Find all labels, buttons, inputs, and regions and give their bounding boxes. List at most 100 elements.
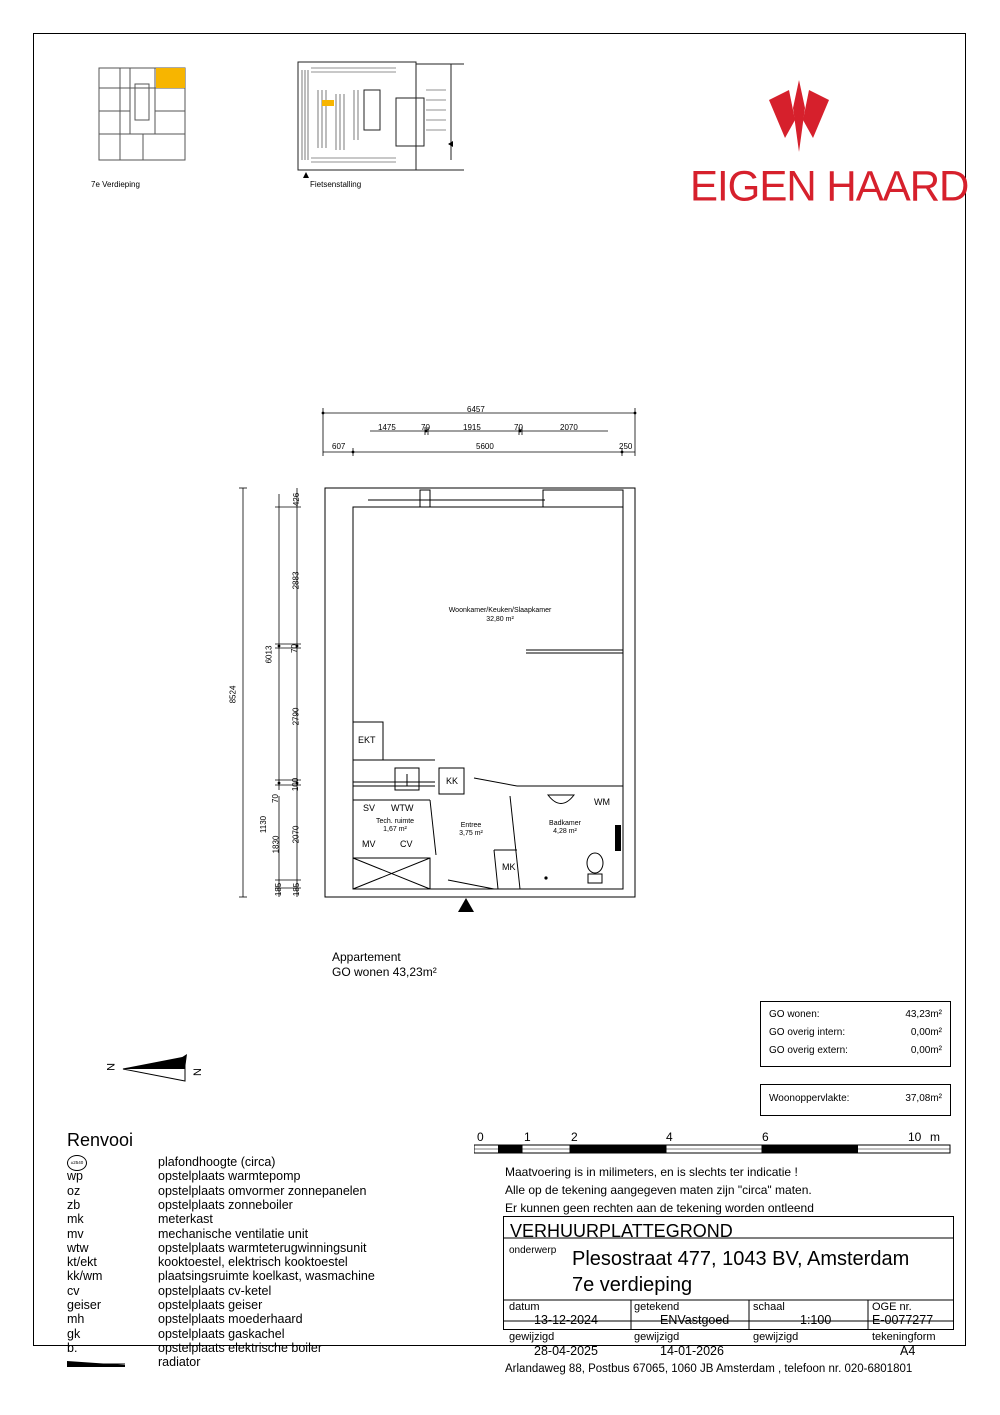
onderwerp-label: onderwerp <box>509 1245 557 1256</box>
schaal-label: schaal <box>753 1301 785 1313</box>
dim-inner-2070: 2070 <box>291 825 301 844</box>
datum-value: 13-12-2024 <box>534 1313 598 1327</box>
scale-tick-10: 10 <box>908 1130 922 1144</box>
dim-top-part-1: 1475 <box>378 423 396 432</box>
dim-left-70: 70 <box>270 794 280 803</box>
legend-description: meterkast <box>158 1212 213 1227</box>
woonoppervlakte-box: Woonoppervlakte: 37,08m² <box>760 1084 951 1116</box>
dim-inner-185: 185 <box>292 882 302 897</box>
room-badkamer-name: Badkamer <box>549 820 581 827</box>
room-tech-name: Tech. ruimte <box>375 818 415 825</box>
eigen-haard-logo-icon <box>769 80 829 152</box>
legend-description: radiator <box>158 1355 201 1370</box>
legend-code: kk/wm <box>67 1269 103 1284</box>
legend-code: geiser <box>67 1298 102 1312</box>
legend-description: opstelplaats warmteterugwinningsunit <box>158 1240 367 1255</box>
label-sv: SV <box>363 803 376 813</box>
oge-value: E-0077277 <box>872 1313 934 1327</box>
room-entree-name: Entree <box>460 822 482 829</box>
dim-row3-right: 250 <box>619 442 633 451</box>
brand-name: EIGEN HAARD <box>690 161 969 210</box>
dim-top-total: 6457 <box>467 405 485 414</box>
dim-inner-2883: 2883 <box>291 571 301 590</box>
legend-code: mv <box>67 1226 84 1241</box>
legend-code: kt/ekt <box>67 1255 97 1270</box>
gewijzigd-1-value: 28-04-2025 <box>534 1344 598 1358</box>
gewijzigd-2-value: 14-01-2026 <box>660 1344 724 1358</box>
north-label-left: N <box>103 1063 116 1071</box>
legend-code: zb <box>67 1197 81 1212</box>
dim-left-6013: 6013 <box>264 645 274 664</box>
legend-description: opstelplaats gaskachel <box>158 1326 285 1341</box>
label-ekt: EKT <box>358 735 376 745</box>
label-mv: MV <box>362 839 376 849</box>
legend-code: gk <box>67 1326 81 1341</box>
woonoppervlakte-value: 37,08m² <box>905 1093 942 1104</box>
legend-code: wtw <box>67 1240 89 1255</box>
legend-description: opstelplaats zonneboiler <box>158 1197 293 1212</box>
drawing-frame <box>33 33 966 1346</box>
dim-top-part-4: 70 <box>514 423 523 432</box>
room-tech-area: 1,67 m² <box>383 826 407 833</box>
radiator-icon <box>67 1361 125 1367</box>
room-woonkamer-name: Woonkamer/Keuken/Slaapkamer <box>448 607 552 614</box>
note-3: Er kunnen geen rechten aan de tekening w… <box>505 1201 814 1215</box>
getekend-label: getekend <box>634 1301 680 1313</box>
gewijzigd-1-label: gewijzigd <box>509 1331 555 1343</box>
floor-key-label: 7e Verdieping <box>91 180 140 189</box>
area-label: GO overig extern: <box>769 1045 848 1056</box>
legend-description: mechanische ventilatie unit <box>158 1226 309 1241</box>
scale-tick-6: 6 <box>762 1130 769 1144</box>
woonoppervlakte-label: Woonoppervlakte: <box>769 1093 850 1104</box>
dim-row3-left: 607 <box>332 442 346 451</box>
legend-code: wp <box>67 1169 83 1184</box>
dim-left-185: 185 <box>274 882 284 897</box>
bike-key-label: Fietsenstalling <box>310 180 362 189</box>
area-label: GO overig intern: <box>769 1027 846 1038</box>
floor-level: 7e verdieping <box>572 1274 693 1296</box>
dim-inner-70: 70 <box>289 644 299 653</box>
dim-left-total: 8524 <box>228 685 238 704</box>
getekend-value: ENVastgoed <box>660 1313 730 1327</box>
note-1: Maatvoering is in milimeters, en is slec… <box>505 1165 798 1179</box>
apartment-label: Appartement <box>332 950 401 964</box>
oge-label: OGE nr. <box>872 1301 912 1313</box>
title-block-grid <box>503 1216 954 1330</box>
dim-left-1830: 1830 <box>271 835 281 854</box>
north-arrow-icon <box>122 1054 187 1082</box>
area-row: GO overig intern:0,00m² <box>769 1027 942 1041</box>
area-row: GO wonen:43,23m² <box>769 1009 942 1023</box>
area-value: 0,00m² <box>910 1045 942 1056</box>
dim-top-part-3: 1915 <box>463 423 481 432</box>
bike-storage-key-plan <box>297 61 464 178</box>
floor-key-plan <box>98 67 186 161</box>
title-block-title: VERHUURPLATTEGROND <box>510 1221 733 1241</box>
gewijzigd-2-label: gewijzigd <box>634 1331 680 1343</box>
scale-tick-4: 4 <box>666 1130 673 1144</box>
address: Plesostraat 477, 1043 BV, Amsterdam <box>572 1248 910 1270</box>
dim-left-1130: 1130 <box>259 815 269 834</box>
legend-description: kooktoestel, elektrisch kooktoestel <box>158 1255 348 1270</box>
floor-plan <box>239 408 637 912</box>
note-2: Alle op de tekening aangegeven maten zij… <box>505 1183 812 1197</box>
scale-bar <box>474 1144 951 1154</box>
legend-description: opstelplaats geiser <box>158 1298 263 1312</box>
dim-inner-2790: 2790 <box>291 707 301 726</box>
label-mk: MK <box>502 862 516 872</box>
apartment-area: GO wonen 43,23m² <box>332 965 437 979</box>
legend-description: opstelplaats cv-ketel <box>158 1283 272 1298</box>
datum-label: datum <box>509 1301 540 1313</box>
dim-inner-100: 100 <box>291 777 301 792</box>
scale-tick-0: 0 <box>477 1130 484 1144</box>
legend-code: b. <box>67 1340 78 1355</box>
dim-row3-mid: 5600 <box>476 442 494 451</box>
label-wtw: WTW <box>391 803 414 813</box>
legend-code: cv <box>67 1283 80 1298</box>
room-woonkamer-area: 32,80 m² <box>486 616 514 623</box>
area-summary-box: GO wonen:43,23m² GO overig intern:0,00m²… <box>760 1001 951 1067</box>
schaal-value: 1:100 <box>800 1313 832 1327</box>
legend-description: plafondhoogte (circa) <box>158 1155 276 1169</box>
ceiling-height-badge: ±2540 <box>67 1155 87 1171</box>
bike-key-highlight <box>322 100 334 106</box>
room-badkamer-area: 4,28 m² <box>553 828 577 835</box>
